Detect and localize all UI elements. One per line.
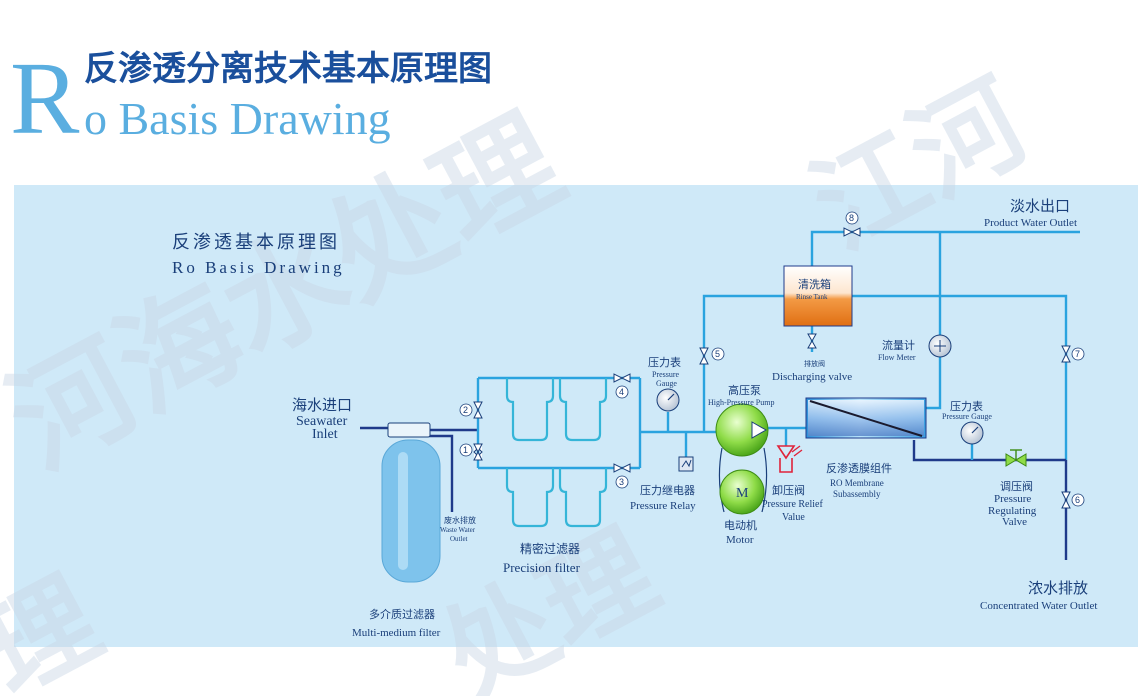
seawater-inlet-cn: 海水进口 [292,396,352,414]
motor-symbol: M [736,486,749,501]
pressure-gauge-1-en1: Pressure [652,370,680,379]
ro-membrane-en1: RO Membrane [830,478,884,488]
diagram-panel [14,185,1138,647]
discharging-valve-symbol [807,333,817,349]
header: R 反渗透分离技术基本原理图 o Basis Drawing [10,41,492,156]
waste-outlet-en1: Waste Water [440,526,476,534]
pressure-relay-cn: 压力继电器 [640,484,695,497]
pressure-relay [678,456,694,472]
svg-text:2: 2 [463,405,468,415]
relief-valve-en2: Value [782,512,805,523]
seawater-inlet-en2: Inlet [312,427,338,442]
svg-text:4: 4 [619,387,624,397]
pressure-relief-valve [776,445,803,473]
svg-text:5: 5 [715,349,720,359]
relief-valve-en1: Pressure Relief [762,499,823,510]
flow-meter-cn: 流量计 [882,338,915,352]
concentrated-outlet-cn: 浓水排放 [1028,579,1088,597]
svg-text:7: 7 [1075,349,1080,359]
pressure-gauge-2-en: Pressure Gauge [942,412,992,421]
svg-text:1: 1 [463,445,468,455]
regulating-valve-en1: Pressure [994,493,1031,505]
big-letter: R [10,41,80,156]
svg-text:6: 6 [1075,495,1080,505]
pump-motor-group: M [715,403,769,515]
flow-meter [928,334,952,358]
ro-membrane-en2: Subassembly [833,489,881,499]
labels: 海水进口 Seawater Inlet 废水排放 Waste Water Out… [292,197,1097,639]
relief-valve-cn: 卸压阀 [772,483,805,497]
svg-text:3: 3 [619,477,624,487]
seawater-inlet-en1: Seawater [296,414,348,429]
panel-title-en: Ro Basis Drawing [172,258,345,277]
pressure-relay-en: Pressure Relay [630,500,696,512]
hp-pump-cn: 高压泵 [728,383,761,397]
discharging-valve-en: Discharging valve [772,371,852,383]
page-title-cn: 反渗透分离技术基本原理图 [84,49,492,89]
valves [473,227,1071,509]
pressure-gauge-2 [960,421,984,445]
valve-2 [473,401,483,419]
product-outlet-cn: 淡水出口 [1010,197,1070,215]
rinse-tank [783,265,853,327]
pipes [360,230,1080,560]
precision-filters [505,378,608,528]
high-pressure-pump [715,403,769,457]
regulating-valve-cn: 调压阀 [1000,479,1033,493]
panel-title-cn: 反渗透基本原理图 [172,232,340,253]
valve-numbers: 1 2 3 4 5 6 7 8 [459,211,1085,507]
hp-pump-en: High-Pressure Pump [708,398,774,407]
valve-8 [843,227,861,237]
motor-en: Motor [726,534,754,546]
pressure-gauge-2-cn: 压力表 [950,399,983,413]
ro-membrane-cn: 反渗透膜组件 [826,461,892,475]
product-outlet-en: Product Water Outlet [984,217,1077,229]
pressure-gauge-1-en2: Gauge [656,379,677,388]
regulating-valve-en2: Regulating [988,505,1037,517]
precision-filter-en: Precision filter [503,560,581,575]
multi-medium-filter [381,422,441,583]
multi-filter-en: Multi-medium filter [352,627,441,639]
discharging-valve-cn: 排放阀 [804,359,825,368]
motor [719,469,765,515]
concentrated-outlet-en: Concentrated Water Outlet [980,600,1097,612]
pressure-gauge-1 [656,388,680,412]
multi-filter-cn: 多介质过滤器 [369,607,435,621]
rinse-tank-cn: 清洗箱 [798,277,831,291]
regulating-valve-en3: Valve [1002,516,1027,528]
regulating-valve [1005,449,1027,467]
valve-7 [1061,345,1071,363]
ro-membrane-vessel [805,397,927,439]
flow-meter-en: Flow Meter [878,353,916,362]
waste-outlet-en2: Outlet [450,535,468,543]
pressure-gauge-1-cn: 压力表 [648,355,681,369]
waste-outlet-cn: 废水排放 [444,515,476,525]
valve-6 [1061,491,1071,509]
motor-cn: 电动机 [724,518,757,532]
valve-3 [613,463,631,473]
page-title-en: o Basis Drawing [84,93,391,144]
precision-filter-cn: 精密过滤器 [520,541,580,556]
valve-5 [699,347,709,365]
svg-text:8: 8 [849,213,854,223]
valve-4 [613,373,631,383]
rinse-tank-en: Rinse Tank [796,293,828,301]
